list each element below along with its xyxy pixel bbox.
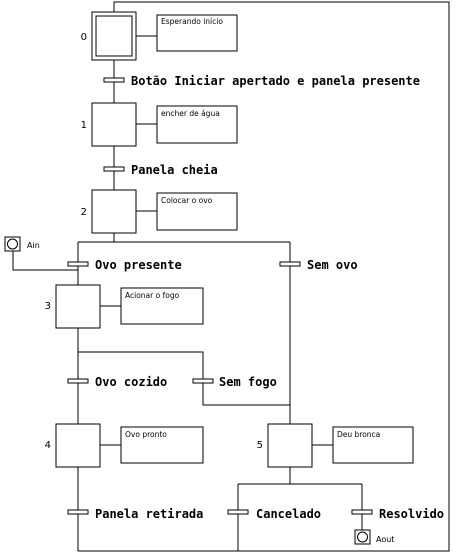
transition-ovo-cozido: Ovo cozido: [67, 375, 167, 389]
transition-bar: [103, 77, 125, 83]
step-1: 1: [81, 102, 137, 147]
transition-panela-cheia: Panela cheia: [103, 163, 218, 177]
step-2: 2: [81, 189, 137, 234]
transition-label: Panela retirada: [95, 507, 203, 521]
action-box-3: Acionar o fogo: [120, 287, 204, 325]
step-number: 1: [81, 120, 87, 131]
step-number: 5: [257, 440, 263, 451]
step-5: 5: [257, 423, 313, 468]
transition-label: Ovo presente: [95, 258, 182, 272]
ain-link: [12, 251, 78, 271]
transition-sem-ovo: Sem ovo: [279, 258, 358, 272]
connector-label: Ain: [27, 241, 40, 250]
action-box-4: Ovo pronto: [120, 426, 204, 464]
action-text: Deu bronca: [337, 430, 380, 439]
transition-resolvido: Resolvido: [351, 507, 444, 521]
step-number: 4: [45, 440, 51, 451]
action-box-1: encher de água: [156, 105, 238, 144]
step-4: 4: [45, 423, 101, 468]
transition-bar: [67, 261, 89, 267]
action-box-2: Colocar o ovo: [156, 192, 238, 231]
transition-bar: [103, 166, 125, 172]
transition-bar: [351, 509, 373, 515]
step-number: 2: [81, 207, 87, 218]
transition-label: Cancelado: [256, 507, 321, 521]
loop-return-line: [78, 1, 450, 552]
connector-circle-icon: [7, 238, 18, 250]
transition-panela-retirada: Panela retirada: [67, 507, 203, 521]
step-number: 0: [81, 32, 87, 43]
action-box-5: Deu bronca: [332, 426, 414, 464]
action-box-0: Esperando início: [156, 14, 238, 52]
transition-bar: [279, 261, 301, 267]
action-text: Acionar o fogo: [125, 291, 180, 300]
connector-label: Aout: [376, 535, 394, 544]
transition-bar: [227, 509, 249, 515]
connector-ain: Ain: [4, 236, 40, 252]
transition-label: Panela cheia: [131, 163, 218, 177]
initial-step-inner-frame: [95, 15, 133, 57]
action-text: encher de água: [161, 109, 220, 118]
step-number: 3: [45, 301, 51, 312]
transition-label: Sem ovo: [307, 258, 358, 272]
transition-sem-fogo: Sem fogo: [192, 375, 277, 389]
step-0: 0: [81, 11, 137, 61]
step-3: 3: [45, 284, 101, 329]
connector-circle-icon: [357, 531, 368, 543]
flow-lines: [12, 1, 450, 552]
transition-bar: [67, 509, 89, 515]
transition-label: Sem fogo: [219, 375, 277, 389]
action-text: Colocar o ovo: [161, 196, 213, 205]
transition-cancelado: Cancelado: [227, 507, 321, 521]
action-text: Esperando início: [161, 17, 223, 26]
transition-bar: [67, 378, 89, 384]
transition-ovo-presente: Ovo presente: [67, 258, 182, 272]
connector-aout: Aout: [354, 529, 394, 545]
transition-label: Botão Iniciar apertado e panela presente: [131, 74, 420, 88]
transition-label: Resolvido: [379, 507, 444, 521]
transition-label: Ovo cozido: [95, 375, 167, 389]
transition-botao-iniciar: Botão Iniciar apertado e panela presente: [103, 74, 420, 88]
action-text: Ovo pronto: [125, 430, 167, 439]
transition-bar: [192, 378, 214, 384]
